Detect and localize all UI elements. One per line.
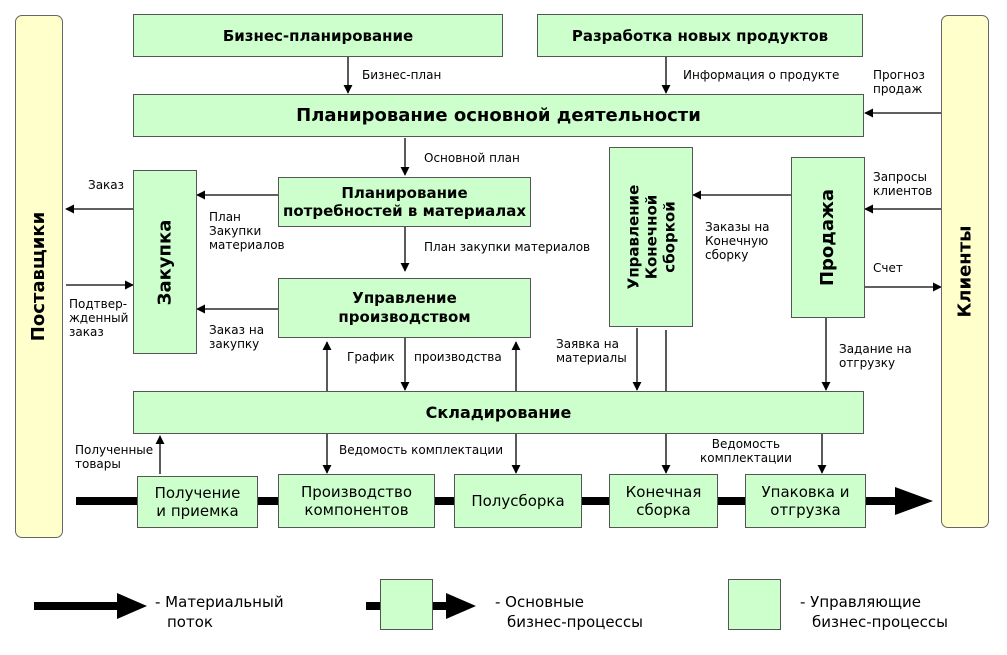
label-material-purchase-plan-line-3: материалов (209, 238, 285, 252)
label-customer-requests-line-1: Запросы (873, 170, 927, 184)
flow-box-receiving-line-2: и приемка (156, 502, 239, 520)
legend-management-processes: - Управляющие бизнес-процессы (800, 592, 948, 632)
label-kit-list-2-line-2: комплектации (700, 451, 792, 465)
label-material-purchase-plan-line-2: Закупки (209, 224, 262, 238)
legend-management-processes-line-1: - Управляющие (800, 593, 922, 611)
legend-material-flow: - Материальный поток (155, 592, 284, 632)
flow-box-components-line-2: компонентов (304, 501, 409, 519)
final-assembly-mgmt-line-2: Конечной (642, 194, 660, 280)
warehousing-box: Складирование (133, 391, 864, 434)
label-material-purchase-plan-line-1: План (209, 210, 241, 224)
customers-bar: Клиенты (941, 15, 989, 528)
suppliers-bar: Поставщики (15, 15, 63, 538)
new-products-box: Разработка новых продуктов (537, 14, 863, 57)
flow-box-packing-line-2: отгрузка (770, 501, 841, 519)
flow-box-components: Производство компонентов (278, 474, 435, 528)
label-material-request-line-1: Заявка на (556, 337, 619, 351)
label-confirmed-order-line-3: заказ (69, 325, 104, 339)
material-flow-arrowhead (895, 487, 933, 515)
final-assembly-mgmt-box: Управление Конечной сборкой (609, 147, 693, 327)
final-assembly-mgmt-line-3: сборкой (660, 201, 678, 273)
flow-box-packing: Упаковка и отгрузка (745, 474, 866, 528)
label-sales-forecast-line-1: Прогноз (873, 68, 925, 82)
flow-box-packing-line-1: Упаковка и (761, 483, 850, 501)
production-mgmt-line-1: Управление (352, 289, 457, 307)
label-final-assembly-orders: Заказы на Конечную сборку (705, 220, 770, 262)
flow-box-final-assembly: Конечная сборка (609, 474, 718, 528)
label-purchase-order-line-2: закупку (209, 337, 260, 351)
label-sales-forecast-line-2: продаж (873, 82, 923, 96)
flow-box-components-line-1: Производство (300, 483, 413, 501)
sales-label: Продажа (817, 188, 839, 287)
legend-management-process-box (728, 579, 781, 630)
label-customer-requests: Запросы клиентов (873, 170, 932, 198)
mrp-line-2: потребностей в материалах (282, 202, 527, 220)
label-material-request: Заявка на материалы (556, 337, 627, 365)
mrp-line-1: Планирование (341, 184, 468, 202)
main-planning-label: Планирование основной деятельности (296, 105, 701, 126)
legend-core-process-box (380, 579, 433, 630)
label-confirmed-order: Подтвер- жденный заказ (69, 297, 128, 339)
final-assembly-mgmt-line-1: Управление (624, 184, 642, 290)
legend-core-processes-line-2: бизнес-процессы (507, 613, 643, 631)
label-received-goods-line-2: товары (75, 457, 121, 471)
suppliers-label: Поставщики (28, 211, 50, 342)
label-shipping-task-line-2: отгрузку (839, 356, 896, 370)
customers-label: Клиенты (954, 225, 976, 318)
mrp-box: Планирование потребностей в материалах (278, 177, 531, 227)
label-shipping-task-line-1: Задание на (839, 342, 912, 356)
main-planning-box: Планирование основной деятельности (133, 94, 864, 137)
label-final-assembly-orders-line-1: Заказы на (705, 220, 770, 234)
label-master-plan: Основной план (424, 151, 520, 165)
label-kit-list-2-line-1: Ведомость (711, 437, 781, 451)
label-confirmed-order-line-1: Подтвер- (69, 297, 128, 311)
label-final-assembly-orders-line-3: сборку (705, 248, 749, 262)
label-final-assembly-orders-line-2: Конечную (705, 234, 769, 248)
legend-material-flow-line-2: поток (167, 613, 213, 631)
flow-box-receiving: Получение и приемка (137, 476, 258, 528)
label-kit-list-1: Ведомость комплектации (339, 443, 504, 457)
purchasing-label: Закупка (154, 219, 176, 305)
label-business-plan: Бизнес-план (362, 68, 442, 82)
label-sales-forecast: Прогноз продаж (873, 68, 925, 96)
label-order: Заказ (88, 178, 125, 192)
label-purchase-order: Заказ на закупку (209, 323, 264, 351)
legend-flow-arrowhead (117, 593, 147, 619)
flow-box-final-assembly-line-2: сборка (636, 501, 691, 519)
new-products-label: Разработка новых продуктов (571, 26, 829, 45)
label-schedule: График (347, 350, 395, 364)
purchasing-box: Закупка (133, 170, 197, 354)
label-material-request-line-2: материалы (556, 351, 627, 365)
legend-core-processes-line-1: - Основные (495, 593, 584, 611)
label-kit-list-2: Ведомость комплектации (700, 437, 792, 465)
production-mgmt-line-2: производством (338, 308, 471, 326)
label-customer-requests-line-2: клиентов (873, 184, 933, 198)
label-shipping-task: Задание на отгрузку (839, 342, 912, 370)
label-material-purchase-plan: План Закупки материалов (209, 210, 285, 252)
label-purchase-order-line-1: Заказ на (209, 323, 265, 337)
legend-management-processes-line-2: бизнес-процессы (812, 613, 948, 631)
label-product-info: Информация о продукте (683, 68, 840, 82)
legend-material-flow-line-1: - Материальный (155, 593, 284, 611)
flow-box-final-assembly-line-1: Конечная (625, 483, 702, 501)
label-production: производства (414, 350, 502, 364)
legend-core-processes: - Основные бизнес-процессы (495, 592, 643, 632)
business-planning-label: Бизнес-планирование (222, 26, 414, 45)
flow-box-subassembly-line-1: Полусборка (471, 492, 565, 510)
label-purchase-plan-materials: План закупки материалов (424, 240, 591, 254)
production-mgmt-box: Управление производством (278, 278, 531, 338)
label-confirmed-order-line-2: жденный (69, 311, 129, 325)
legend-core-arrowhead (446, 593, 476, 619)
label-received-goods: Полученные товары (75, 443, 153, 471)
business-planning-box: Бизнес-планирование (133, 14, 503, 57)
flow-box-subassembly: Полусборка (454, 474, 582, 528)
label-invoice: Счет (873, 261, 903, 275)
sales-box: Продажа (791, 157, 865, 318)
warehousing-label: Складирование (425, 403, 572, 422)
flow-box-receiving-line-1: Получение (154, 484, 241, 502)
label-received-goods-line-1: Полученные (75, 443, 154, 457)
